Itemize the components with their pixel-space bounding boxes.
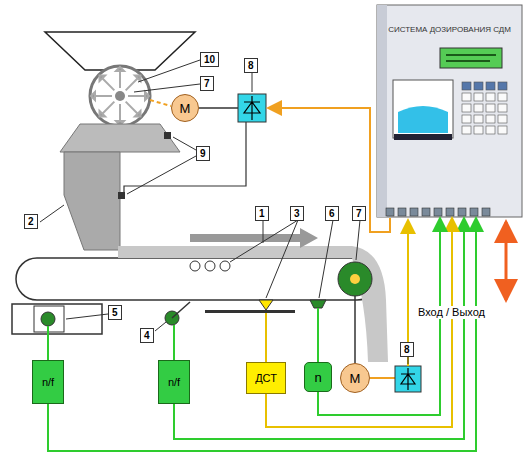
node-text: M <box>180 101 191 116</box>
callout-number: 1 <box>255 206 269 221</box>
node-text: n <box>314 370 321 385</box>
callout-number: 7 <box>200 76 214 91</box>
callout-number: 6 <box>325 206 339 221</box>
control-panel <box>377 5 522 217</box>
node-text: n/f <box>42 376 54 388</box>
node-text: M <box>350 371 361 386</box>
speed-sensor-box: n <box>304 362 332 392</box>
motor-circle: M <box>171 94 199 122</box>
callout-number: 8 <box>400 342 414 357</box>
control-panel: СИСТЕМА ДОЗИРОВАНИЯ СДМ <box>377 5 522 217</box>
node-text: n/f <box>168 376 180 388</box>
callout-number: 9 <box>196 146 210 161</box>
signal-wire <box>266 218 452 427</box>
frequency-sensor-box: n/f <box>158 360 190 404</box>
signal-wire <box>48 218 476 451</box>
signal-wire <box>174 218 464 439</box>
callout-number: 2 <box>24 214 38 229</box>
callout-number: 8 <box>244 58 258 73</box>
motor-circle: M <box>340 363 370 393</box>
callout-number: 10 <box>200 52 219 67</box>
io-label: Вход / Выход <box>416 306 487 319</box>
callout-number: 3 <box>290 206 304 221</box>
node-text: ДСТ <box>255 372 277 384</box>
load-cell-box: ДСТ <box>246 362 286 394</box>
frequency-sensor-box: n/f <box>32 360 64 404</box>
callout-number: 4 <box>140 328 154 343</box>
callout-number: 7 <box>352 206 366 221</box>
node-text: СИСТЕМА ДОЗИРОВАНИЯ СДМ <box>388 25 511 34</box>
callout-number: 5 <box>108 305 122 320</box>
